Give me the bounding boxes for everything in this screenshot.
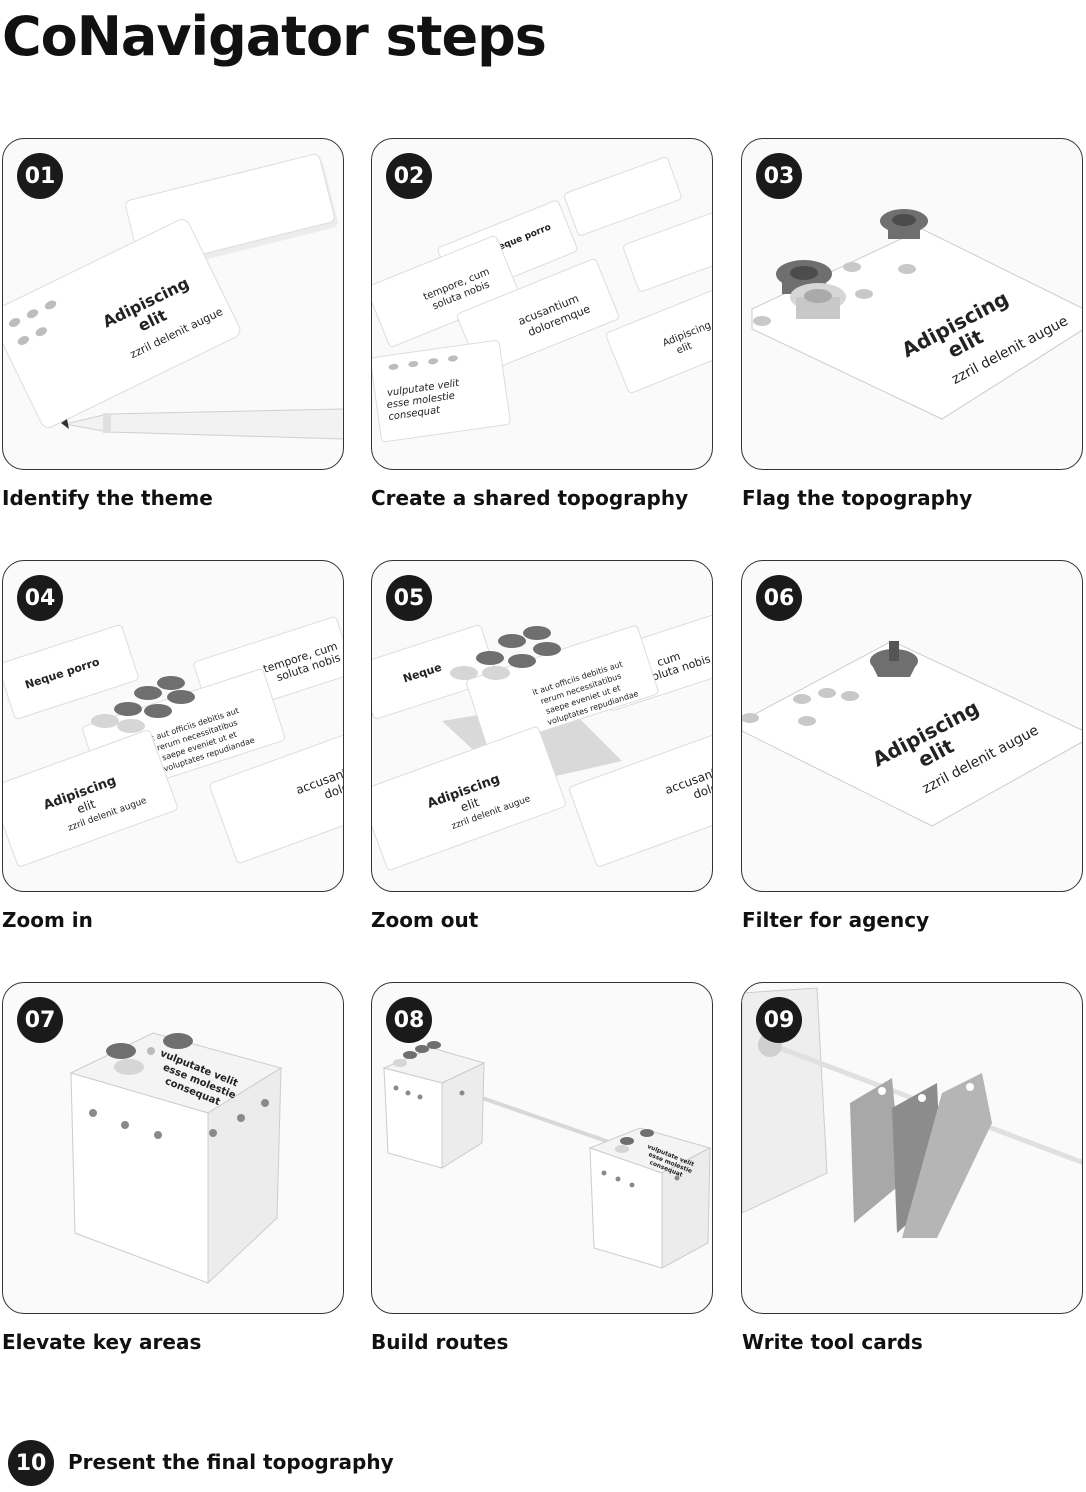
- peg-icon: [870, 641, 918, 677]
- step-caption: Identify the theme: [2, 486, 213, 510]
- peg-icon: [880, 209, 928, 239]
- peg-icon: [106, 1033, 193, 1075]
- step-card-04: 04 Neque porro tempore, cum soluta nobis…: [2, 560, 344, 892]
- step-card-08: 08 vulputate velit esse molestie consequ…: [371, 982, 713, 1314]
- step-caption: Elevate key areas: [2, 1330, 202, 1354]
- final-step-badge: 10: [8, 1440, 54, 1486]
- step-number-badge: 04: [17, 575, 63, 621]
- step-caption: Filter for agency: [742, 908, 930, 932]
- card-text: elit: [75, 797, 98, 817]
- step-number-badge: 08: [386, 997, 432, 1043]
- step-card-05: 05 Neque cum soluta nobis it aut officii…: [371, 560, 713, 892]
- step-illustration: Neque porro tempore, cum soluta nobis it…: [3, 616, 343, 867]
- step-card-03: 03 Adipiscing elit zzril delenit augue: [741, 138, 1083, 470]
- tag-icon: [850, 1073, 992, 1238]
- step-illustration: vulputate velit esse molestie consequat: [69, 1032, 283, 1285]
- step-illustration: Adipiscing elit zzril delenit augue: [3, 153, 343, 440]
- step-illustration: [742, 987, 1082, 1238]
- step-caption: Zoom in: [2, 908, 93, 932]
- peg-icon: [114, 676, 195, 718]
- final-step-label: Present the final topography: [68, 1450, 394, 1474]
- card-text: elit: [459, 795, 482, 815]
- step-illustration: Neque cum soluta nobis it aut officiis d…: [372, 614, 712, 871]
- page-title: CoNavigator steps: [2, 5, 547, 68]
- peg-icon: [450, 666, 510, 680]
- card-text: elit: [675, 341, 694, 357]
- step-caption: Build routes: [371, 1330, 509, 1354]
- step-card-06: 06 Adipiscing elit zzril delenit augue: [741, 560, 1083, 892]
- step-caption: Zoom out: [371, 908, 479, 932]
- peg-icon: [790, 283, 846, 319]
- step-card-07: 07 vulputate velit esse molestie consequ…: [2, 982, 344, 1314]
- step-card-02: 02 Neque porro tempore, cum soluta nobis…: [371, 138, 713, 470]
- peg-icon: [91, 714, 145, 733]
- step-illustration: vulputate velit esse molestie consequat: [382, 1041, 712, 1269]
- step-number-badge: 06: [756, 575, 802, 621]
- step-caption: Write tool cards: [742, 1330, 923, 1354]
- step-illustration: Adipiscing elit zzril delenit augue: [751, 209, 1082, 420]
- cube-icon: [382, 1047, 486, 1169]
- step-number-badge: 07: [17, 997, 63, 1043]
- peg-icon: [776, 260, 832, 294]
- step-number-badge: 01: [17, 153, 63, 199]
- step-card-01: 01 Adipiscing elit zzril delenit augue: [2, 138, 344, 470]
- step-illustration: Neque porro tempore, cum soluta nobis ac…: [372, 157, 712, 443]
- step-number-badge: 02: [386, 153, 432, 199]
- pen-icon: [61, 408, 343, 440]
- peg-icon: [476, 626, 561, 668]
- step-number-badge: 09: [756, 997, 802, 1043]
- step-number-badge: 05: [386, 575, 432, 621]
- step-caption: Flag the topography: [742, 486, 973, 510]
- cube-icon: [588, 1127, 712, 1269]
- step-number-badge: 03: [756, 153, 802, 199]
- step-illustration: Adipiscing elit zzril delenit augue: [742, 640, 1082, 827]
- step-caption: Create a shared topography: [371, 486, 689, 510]
- step-card-09: 09: [741, 982, 1083, 1314]
